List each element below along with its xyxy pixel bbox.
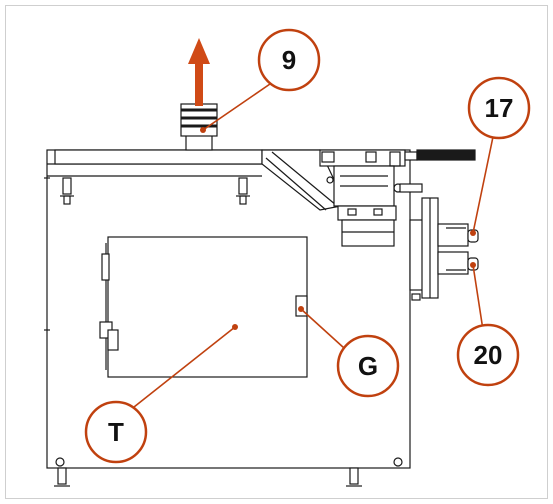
leader-G	[300, 308, 345, 349]
callout-T-label: T	[108, 417, 124, 447]
leader-17	[472, 131, 495, 234]
panel-latch	[295, 295, 308, 317]
callout-20: 20	[456, 323, 520, 387]
leader-lines	[133, 83, 495, 408]
leader-T	[133, 326, 236, 408]
top-lid	[54, 149, 263, 165]
callout-9: 9	[257, 28, 321, 92]
callout-20-label: 20	[474, 340, 503, 370]
machine-drawing	[44, 103, 479, 487]
leader-dots	[200, 127, 476, 330]
up-arrow-icon	[188, 38, 210, 106]
leader-20	[472, 264, 484, 331]
handle-grip	[416, 149, 476, 161]
inner-panel	[107, 236, 308, 378]
callout-T: T	[84, 400, 148, 464]
callout-17-label: 17	[485, 93, 514, 123]
image-frame	[5, 5, 548, 499]
callout-G: G	[336, 334, 400, 398]
callout-17: 17	[467, 76, 531, 140]
leader-9	[202, 83, 271, 131]
callout-9-label: 9	[282, 45, 296, 75]
callout-G-label: G	[358, 351, 378, 381]
